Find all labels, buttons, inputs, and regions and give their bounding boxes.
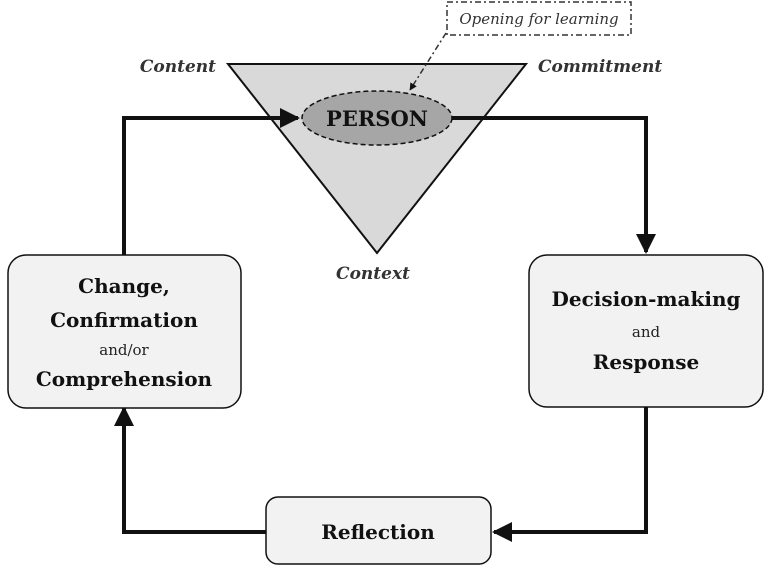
callout-pointer [409, 32, 447, 91]
change-box-line4: Comprehension [36, 367, 213, 391]
context-triangle [225, 63, 529, 255]
change-box-line2: Confirmation [50, 308, 198, 332]
person-ellipse [301, 90, 453, 146]
opening-callout-label: Opening for learning [459, 10, 618, 28]
arrow-person-to-decision [452, 116, 656, 254]
opening-callout-box [446, 1, 632, 36]
arrow-decision-to-reflection [492, 407, 648, 542]
reflection-box-label: Reflection [321, 520, 435, 544]
vertex-label-context: Context [336, 264, 410, 284]
change-box [7, 254, 242, 409]
arrow-reflection-to-change [114, 406, 266, 534]
change-box-line3: and/or [99, 341, 149, 359]
person-label: PERSON [326, 106, 428, 131]
reflection-box [265, 496, 492, 565]
arrow-change-to-person [122, 108, 300, 255]
change-box-line1: Change, [78, 274, 170, 298]
decision-box [528, 254, 764, 408]
decision-box-line1: Decision-making [552, 287, 741, 311]
vertex-label-content: Content [140, 57, 216, 77]
decision-box-line3: Response [593, 350, 699, 374]
vertex-label-commitment: Commitment [538, 57, 662, 77]
decision-box-line2: and [632, 323, 661, 341]
